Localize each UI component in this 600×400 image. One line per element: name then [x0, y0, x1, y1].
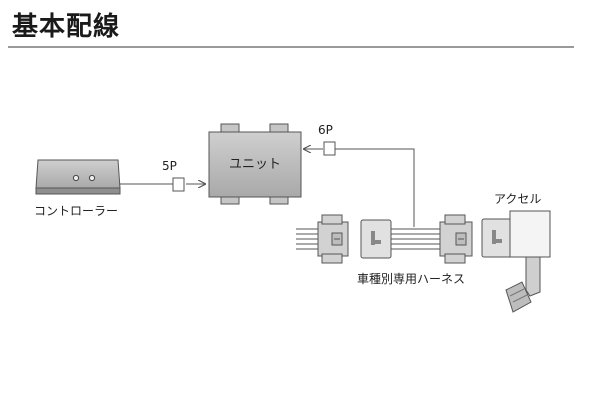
connector-6p	[323, 141, 336, 156]
controller-led-icon	[72, 174, 80, 182]
page-title: 基本配線	[12, 12, 121, 42]
accel-label: アクセル	[494, 192, 541, 206]
controller-led-icon	[88, 174, 96, 182]
accel-pedal	[481, 210, 551, 313]
harness-connector-b	[439, 214, 473, 264]
vehicle-connector-left	[317, 214, 349, 264]
connector-5p	[172, 177, 185, 192]
connector-6p-label: 6P	[318, 123, 333, 137]
connector-5p-label: 5P	[162, 159, 177, 173]
harness-connector-a	[360, 219, 392, 259]
controller-device	[35, 159, 121, 195]
title-divider	[8, 46, 574, 48]
vehicle-wires-left	[296, 228, 318, 250]
unit-harness-cable	[335, 148, 415, 227]
unit-label: ユニット	[229, 157, 281, 172]
harness-wires	[391, 228, 440, 250]
unit-device	[208, 123, 302, 205]
controller-label: コントローラー	[34, 204, 118, 218]
harness-label: 車種別専用ハーネス	[357, 272, 465, 286]
